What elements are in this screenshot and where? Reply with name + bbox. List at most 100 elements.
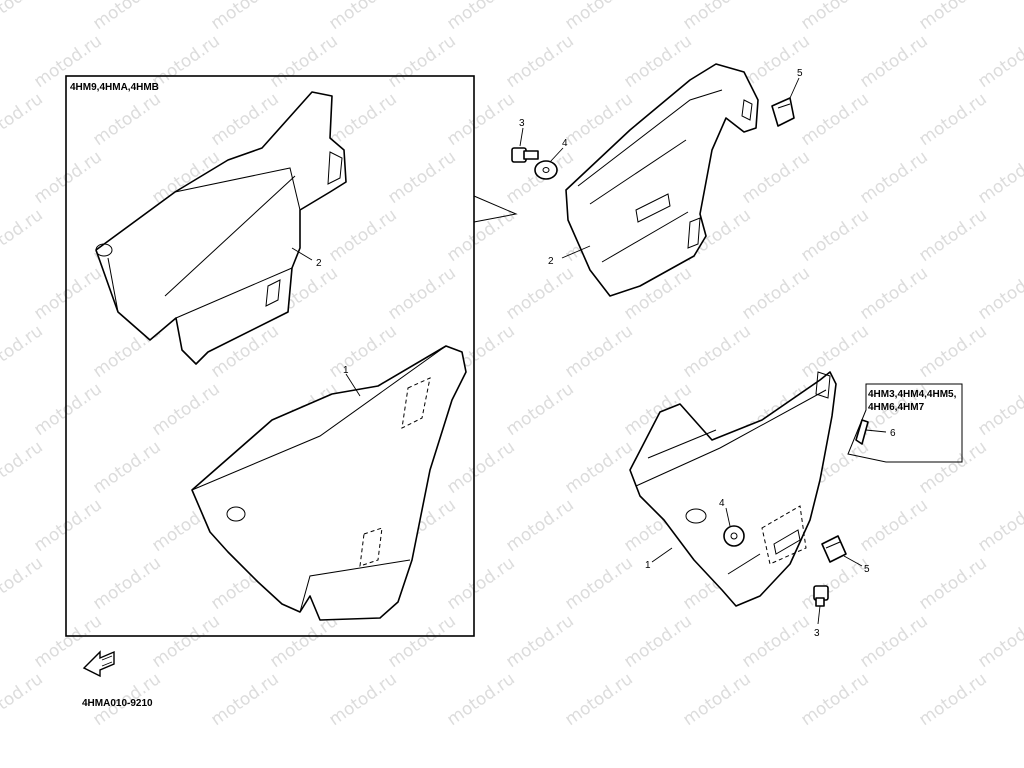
- watermark-text: motod.ru: [384, 147, 459, 208]
- variant-box-line1: 4HM3,4HM4,4HM5,: [868, 389, 957, 400]
- variant-box: [847, 383, 963, 463]
- top-cover-leader: [561, 245, 591, 259]
- watermark-text: motod.ru: [30, 147, 105, 208]
- watermark-text: motod.ru: [148, 31, 223, 92]
- watermark-text: motod.ru: [443, 205, 518, 266]
- watermark-text: motod.ru: [974, 263, 1024, 324]
- watermark-text: motod.ru: [384, 263, 459, 324]
- watermark-text: motod.ru: [797, 669, 872, 730]
- watermark-text: motod.ru: [738, 611, 813, 672]
- watermark-text: motod.ru: [325, 89, 400, 150]
- watermark-text: motod.ru: [0, 669, 47, 730]
- watermark-text: motod.ru: [856, 495, 931, 556]
- watermark-text: motod.ru: [915, 0, 990, 34]
- top-nut: [771, 97, 795, 127]
- inset-panel-leader: [345, 373, 361, 397]
- grommet-leader: [865, 429, 887, 433]
- watermark-text: motod.ru: [325, 0, 400, 34]
- watermark-text: motod.ru: [0, 0, 47, 34]
- watermark-text: motod.ru: [325, 321, 400, 382]
- watermark-text: motod.ru: [502, 495, 577, 556]
- watermark-text: motod.ru: [974, 379, 1024, 440]
- inset-cover-callout: 2: [316, 258, 322, 269]
- watermark-text: motod.ru: [679, 321, 754, 382]
- watermark-text: motod.ru: [30, 495, 105, 556]
- watermark-text: motod.ru: [0, 205, 47, 266]
- watermark-text: motod.ru: [915, 553, 990, 614]
- watermark-text: motod.ru: [325, 669, 400, 730]
- bottom-bolt-leader: [817, 605, 821, 625]
- top-cover-callout: 2: [548, 256, 554, 267]
- watermark-text: motod.ru: [561, 553, 636, 614]
- watermark-text: motod.ru: [384, 611, 459, 672]
- watermark-text: motod.ru: [30, 263, 105, 324]
- watermark-text: motod.ru: [679, 669, 754, 730]
- watermark-text: motod.ru: [0, 437, 47, 498]
- watermark-text: motod.ru: [266, 31, 341, 92]
- bottom-nut-callout: 5: [864, 564, 870, 575]
- watermark-text: motod.ru: [207, 669, 282, 730]
- watermark-text: motod.ru: [148, 379, 223, 440]
- watermark-text: motod.ru: [89, 89, 164, 150]
- watermark-text: motod.ru: [89, 0, 164, 34]
- watermark-text: motod.ru: [797, 553, 872, 614]
- inset-variants-label: 4HM9,4HMA,4HMB: [70, 82, 159, 93]
- inset-side-panel: [191, 345, 467, 621]
- watermark-text: motod.ru: [856, 31, 931, 92]
- bottom-panel-leader: [651, 547, 673, 563]
- front-arrow-icon: [82, 650, 115, 678]
- bottom-bolt: [813, 585, 829, 607]
- watermark-text: motod.ru: [915, 437, 990, 498]
- inset-cover-leader: [291, 247, 313, 261]
- watermark-text: motod.ru: [915, 669, 990, 730]
- watermark-text: motod.ru: [89, 437, 164, 498]
- watermark-text: motod.ru: [738, 263, 813, 324]
- watermark-text: motod.ru: [974, 611, 1024, 672]
- watermark-text: motod.ru: [797, 205, 872, 266]
- inset-panel-callout: 1: [343, 365, 349, 376]
- watermark-text: motod.ru: [856, 611, 931, 672]
- watermark-text: motod.ru: [915, 205, 990, 266]
- drawing-code: 4HMA010-9210: [82, 698, 153, 709]
- watermark-text: motod.ru: [679, 0, 754, 34]
- grommet: [855, 419, 869, 445]
- watermark-text: motod.ru: [502, 379, 577, 440]
- watermark-text: motod.ru: [561, 321, 636, 382]
- watermark-text: motod.ru: [0, 553, 47, 614]
- bottom-washer-callout: 4: [719, 498, 725, 509]
- variant-box-line2: 4HM6,4HM7: [868, 402, 925, 413]
- top-bolt-callout: 3: [519, 118, 525, 129]
- top-bolt-leader: [519, 127, 524, 147]
- watermark-text: motod.ru: [443, 669, 518, 730]
- top-nut-leader: [789, 77, 800, 99]
- bottom-panel-callout: 1: [645, 560, 651, 571]
- bottom-nut: [821, 535, 847, 563]
- top-washer: [534, 160, 558, 180]
- bottom-nut-leader: [843, 555, 863, 567]
- watermark-text: motod.ru: [974, 495, 1024, 556]
- bottom-bolt-callout: 3: [814, 628, 820, 639]
- watermark-text: motod.ru: [325, 205, 400, 266]
- inset-frame: [65, 75, 475, 637]
- top-nut-callout: 5: [797, 68, 803, 79]
- watermark-text: motod.ru: [443, 0, 518, 34]
- watermark-text: motod.ru: [974, 147, 1024, 208]
- grommet-callout: 6: [890, 428, 896, 439]
- watermark-text: motod.ru: [797, 89, 872, 150]
- watermark-text: motod.ru: [738, 147, 813, 208]
- watermark-text: motod.ru: [620, 611, 695, 672]
- watermark-text: motod.ru: [384, 31, 459, 92]
- top-washer-callout: 4: [562, 138, 568, 149]
- watermark-text: motod.ru: [856, 147, 931, 208]
- watermark-text: motod.ru: [561, 669, 636, 730]
- top-washer-leader: [549, 147, 564, 163]
- bottom-side-panel: [629, 371, 837, 607]
- watermark-text: motod.ru: [443, 89, 518, 150]
- watermark-text: motod.ru: [30, 379, 105, 440]
- watermark-text: motod.ru: [561, 437, 636, 498]
- watermark-text: motod.ru: [856, 263, 931, 324]
- watermark-text: motod.ru: [797, 0, 872, 34]
- watermark-text: motod.ru: [561, 0, 636, 34]
- watermark-text: motod.ru: [915, 321, 990, 382]
